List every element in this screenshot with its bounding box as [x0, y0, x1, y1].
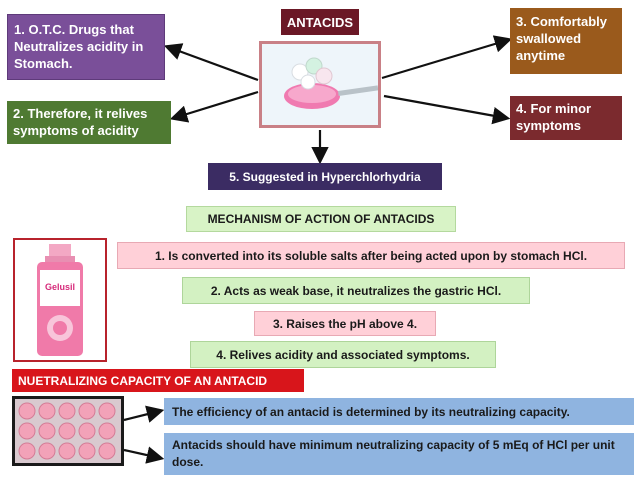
- mechanism-step-3-text: 3. Raises the pH above 4.: [272, 316, 418, 331]
- arrow-to-statement2: [123, 446, 165, 464]
- statement-minimum-capacity: Antacids should have minimum neutralizin…: [164, 433, 634, 475]
- mechanism-step-4-text: 4. Relives acidity and associated sympto…: [216, 347, 470, 362]
- mechanism-step-1-text: 1. Is converted into its soluble salts a…: [154, 248, 588, 263]
- antacids-title: ANTACIDS: [281, 9, 359, 35]
- mechanism-step-2: 2. Acts as weak base, it neutralizes the…: [182, 277, 530, 304]
- mechanism-heading-text: MECHANISM OF ACTION OF ANTACIDS: [207, 212, 435, 226]
- box-comfortably-swallowed-text: 3. Comfortably swallowed anytime: [516, 14, 608, 63]
- statement-minimum-capacity-text: Antacids should have minimum neutralizin…: [172, 438, 615, 469]
- mechanism-step-1: 1. Is converted into its soluble salts a…: [117, 242, 625, 269]
- antacid-bottle-image: Gelusil: [13, 238, 107, 362]
- mechanism-step-3: 3. Raises the pH above 4.: [254, 311, 436, 336]
- mechanism-step-4: 4. Relives acidity and associated sympto…: [190, 341, 496, 368]
- neutralizing-heading-text: NUETRALIZING CAPACITY OF AN ANTACID: [18, 373, 268, 388]
- box-relieves-acidity-text: 2. Therefore, it relives symptoms of aci…: [13, 106, 148, 138]
- box-minor-symptoms-text: 4. For minor symptoms: [516, 101, 592, 133]
- arrow-to-box4: [383, 94, 511, 125]
- mechanism-heading: MECHANISM OF ACTION OF ANTACIDS: [186, 206, 456, 232]
- statement-efficiency-text: The efficiency of an antacid is determin…: [172, 404, 570, 419]
- arrow-to-box3: [381, 35, 513, 80]
- arrow-to-box2: [169, 90, 259, 123]
- arrow-to-statement1: [123, 405, 165, 423]
- statement-efficiency: The efficiency of an antacid is determin…: [164, 398, 634, 425]
- box-otc-drugs-text: 1. O.T.C. Drugs that Neutralizes acidity…: [14, 22, 144, 71]
- tablet-blister-image: [12, 396, 124, 466]
- mechanism-step-2-text: 2. Acts as weak base, it neutralizes the…: [210, 283, 502, 298]
- neutralizing-heading: NUETRALIZING CAPACITY OF AN ANTACID: [12, 369, 304, 392]
- spoon-with-tablets-image: [259, 41, 381, 128]
- box-minor-symptoms: 4. For minor symptoms: [510, 96, 622, 140]
- box-comfortably-swallowed: 3. Comfortably swallowed anytime: [510, 8, 622, 74]
- arrow-to-box1: [163, 43, 259, 82]
- antacids-title-text: ANTACIDS: [286, 14, 354, 30]
- bottle-label-text: Gelusil: [45, 282, 75, 292]
- box-hyperchlorhydria: 5. Suggested in Hyperchlorhydria: [208, 163, 442, 190]
- box-otc-drugs: 1. O.T.C. Drugs that Neutralizes acidity…: [7, 14, 165, 80]
- box-relieves-acidity: 2. Therefore, it relives symptoms of aci…: [7, 101, 171, 144]
- box-hyperchlorhydria-text: 5. Suggested in Hyperchlorhydria: [229, 169, 421, 184]
